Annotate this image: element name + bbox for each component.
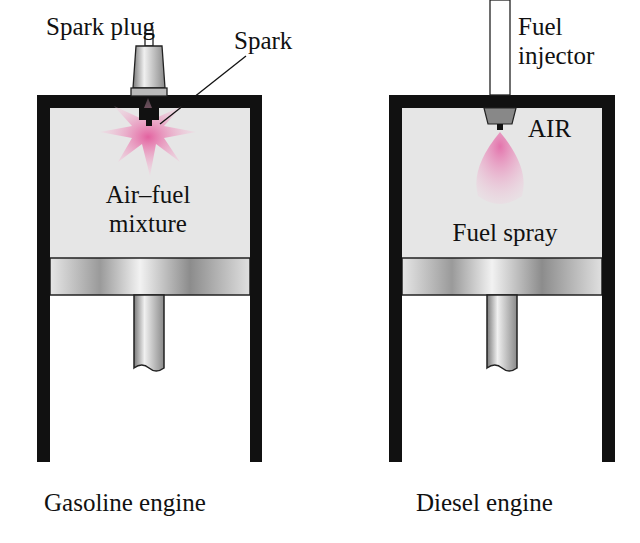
diesel-cylinder: [389, 0, 615, 462]
part-label: Fuel spray: [420, 218, 590, 247]
part-label: Air–fuel mixture: [68, 180, 228, 238]
part-label: Diesel engine: [416, 488, 616, 517]
part-label: Spark plug: [46, 12, 156, 41]
gasoline-cylinder: [37, 30, 262, 462]
part-label: AIR: [528, 114, 598, 143]
part-label: Fuel injector: [518, 12, 636, 70]
part-label: Gasoline engine: [44, 488, 264, 517]
part-label: Spark: [234, 26, 324, 55]
